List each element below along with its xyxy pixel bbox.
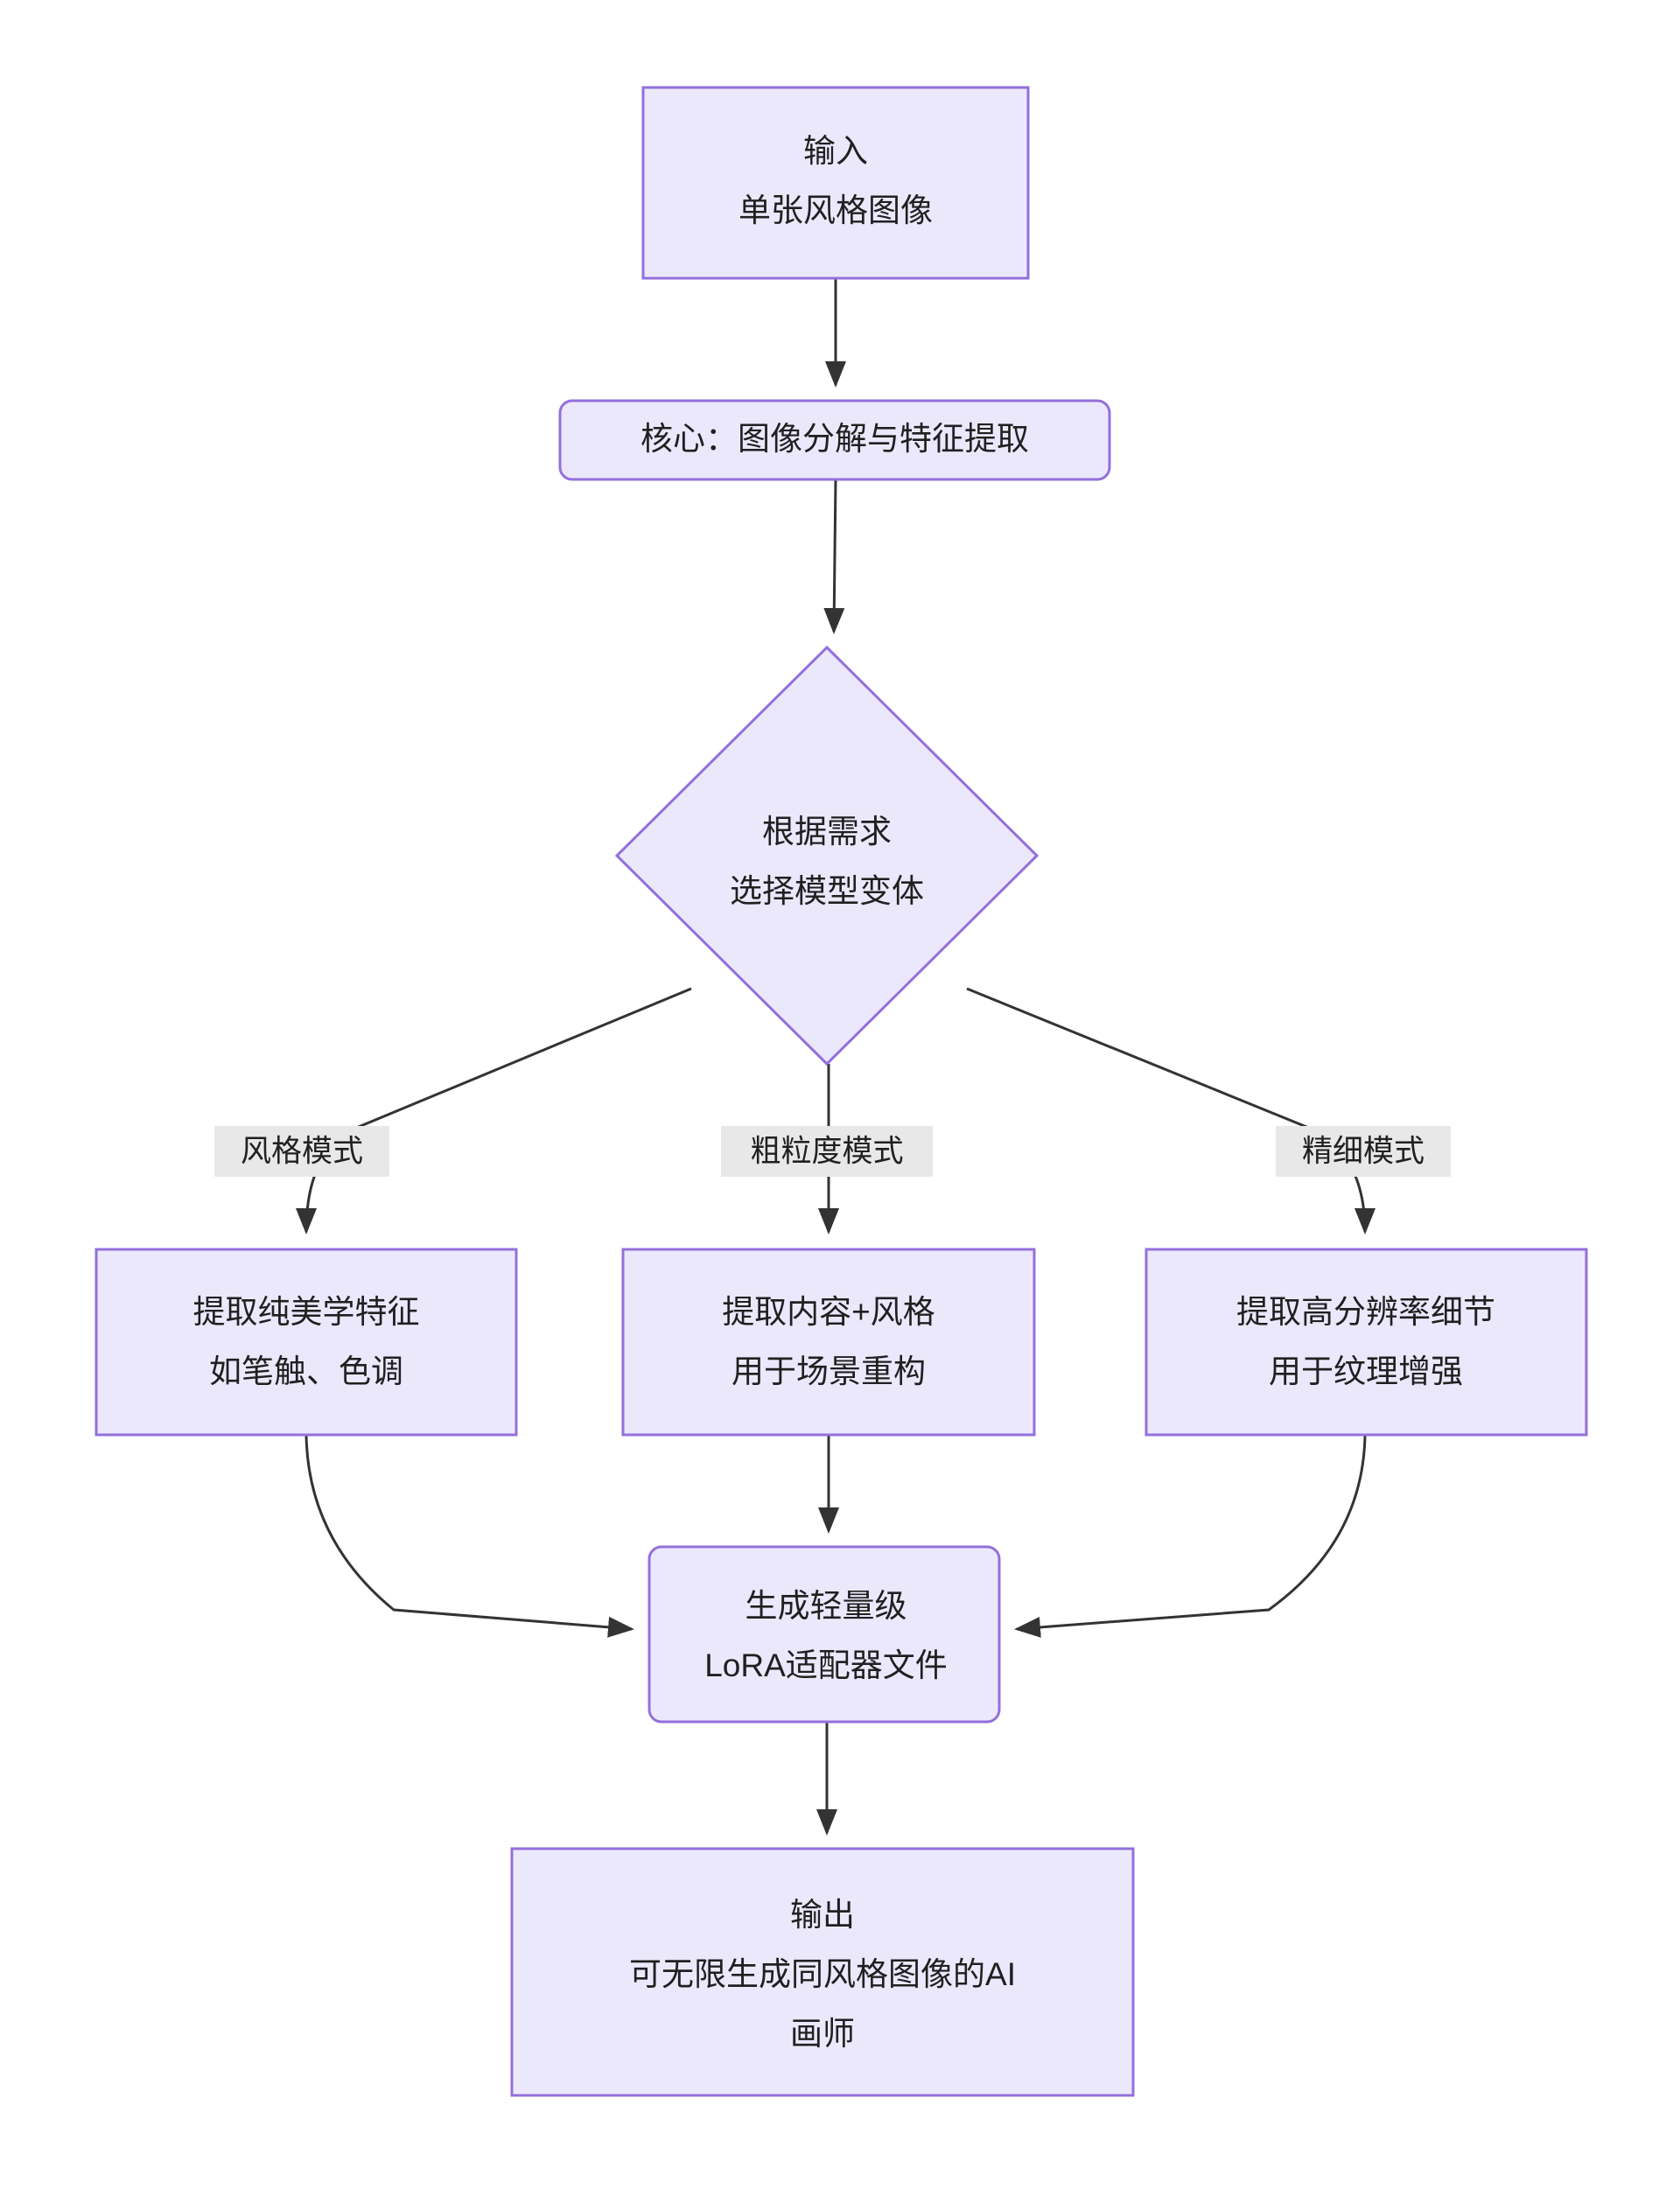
- node-core-line1: 核心：图像分解与特征提取: [640, 421, 1029, 457]
- node-input[interactable]: 输入 单张风格图像: [641, 86, 1030, 280]
- node-decision-line2: 选择模型变体: [730, 873, 924, 909]
- edge-label-fine-mode-bg: [1276, 1126, 1451, 1177]
- nodes-layer: 输入 单张风格图像 核心：图像分解与特征提取 根据需求 选择模型变体 提取纯美学…: [94, 86, 1588, 2097]
- edge-labels-layer: 风格模式 粗粒度模式 精细模式: [214, 1126, 1451, 1177]
- edge-core-to-decision: [823, 479, 845, 634]
- node-lora-shape[interactable]: [648, 1545, 1001, 1724]
- node-output-shape[interactable]: [510, 1847, 1135, 2097]
- edge-fine-mode-to-lora: [1014, 1434, 1367, 1638]
- edge-label-style-mode-bg: [214, 1126, 389, 1177]
- edge-decision-to-style-mode: [296, 987, 692, 1234]
- edge-label-style-mode: 风格模式: [214, 1126, 389, 1177]
- node-style-mode[interactable]: 提取纯美学特征 如笔触、色调: [94, 1248, 518, 1437]
- node-coarse-mode-line2: 用于场景重构: [732, 1353, 926, 1389]
- node-fine-mode-shape[interactable]: [1144, 1248, 1588, 1437]
- node-decision[interactable]: 根据需求 选择模型变体: [614, 645, 1040, 1067]
- node-decision-shape[interactable]: [614, 645, 1040, 1067]
- node-output[interactable]: 输出 可无限生成同风格图像的AI 画师: [510, 1847, 1135, 2097]
- edge-label-fine-mode: 精细模式: [1276, 1126, 1451, 1177]
- edge-label-coarse-mode: 粗粒度模式: [721, 1126, 933, 1177]
- node-style-mode-shape[interactable]: [94, 1248, 518, 1437]
- node-lora-line1: 生成轻量级: [746, 1588, 907, 1624]
- node-input-shape[interactable]: [641, 86, 1030, 280]
- edge-decision-to-fine-mode: [966, 987, 1376, 1234]
- node-coarse-mode-shape[interactable]: [621, 1248, 1036, 1437]
- edge-label-coarse-mode-bg: [721, 1126, 933, 1177]
- node-lora[interactable]: 生成轻量级 LoRA适配器文件: [648, 1545, 1001, 1724]
- node-output-line3: 画师: [790, 2016, 855, 2052]
- node-decision-line1: 根据需求: [762, 814, 892, 850]
- node-coarse-mode-line1: 提取内容+风格: [722, 1294, 935, 1330]
- node-core-shape[interactable]: [558, 399, 1111, 481]
- node-core[interactable]: 核心：图像分解与特征提取: [558, 399, 1111, 481]
- node-input-line1: 输入: [803, 133, 868, 169]
- node-fine-mode-line1: 提取高分辨率细节: [1236, 1294, 1495, 1330]
- node-fine-mode-line2: 用于纹理增强: [1269, 1353, 1463, 1389]
- node-output-line1: 输出: [790, 1897, 855, 1933]
- node-lora-line2: LoRA适配器文件: [704, 1647, 948, 1683]
- edge-label-style-mode-text: 风格模式: [241, 1134, 363, 1168]
- node-fine-mode[interactable]: 提取高分辨率细节 用于纹理增强: [1144, 1248, 1588, 1437]
- node-coarse-mode[interactable]: 提取内容+风格 用于场景重构: [621, 1248, 1036, 1437]
- edge-style-mode-to-lora: [304, 1434, 634, 1638]
- node-input-line2: 单张风格图像: [738, 192, 933, 228]
- node-output-line2: 可无限生成同风格图像的AI: [629, 1956, 1016, 1992]
- edge-label-coarse-mode-text: 粗粒度模式: [750, 1134, 903, 1168]
- node-style-mode-line1: 提取纯美学特征: [193, 1294, 420, 1330]
- node-style-mode-line2: 如笔触、色调: [209, 1353, 403, 1389]
- edge-label-fine-mode-text: 精细模式: [1302, 1134, 1424, 1168]
